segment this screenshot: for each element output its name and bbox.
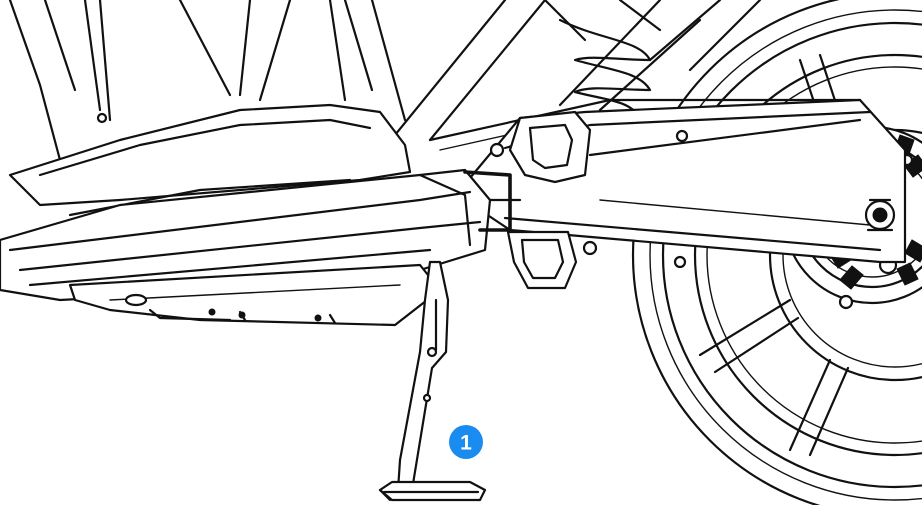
underbody (0, 0, 522, 327)
callout-label: 1 (460, 432, 472, 455)
callout-badge (449, 425, 483, 459)
callout-1: 1 (449, 425, 483, 459)
swing-arm (468, 98, 907, 290)
frame (393, 0, 862, 151)
kickstand (378, 260, 487, 502)
